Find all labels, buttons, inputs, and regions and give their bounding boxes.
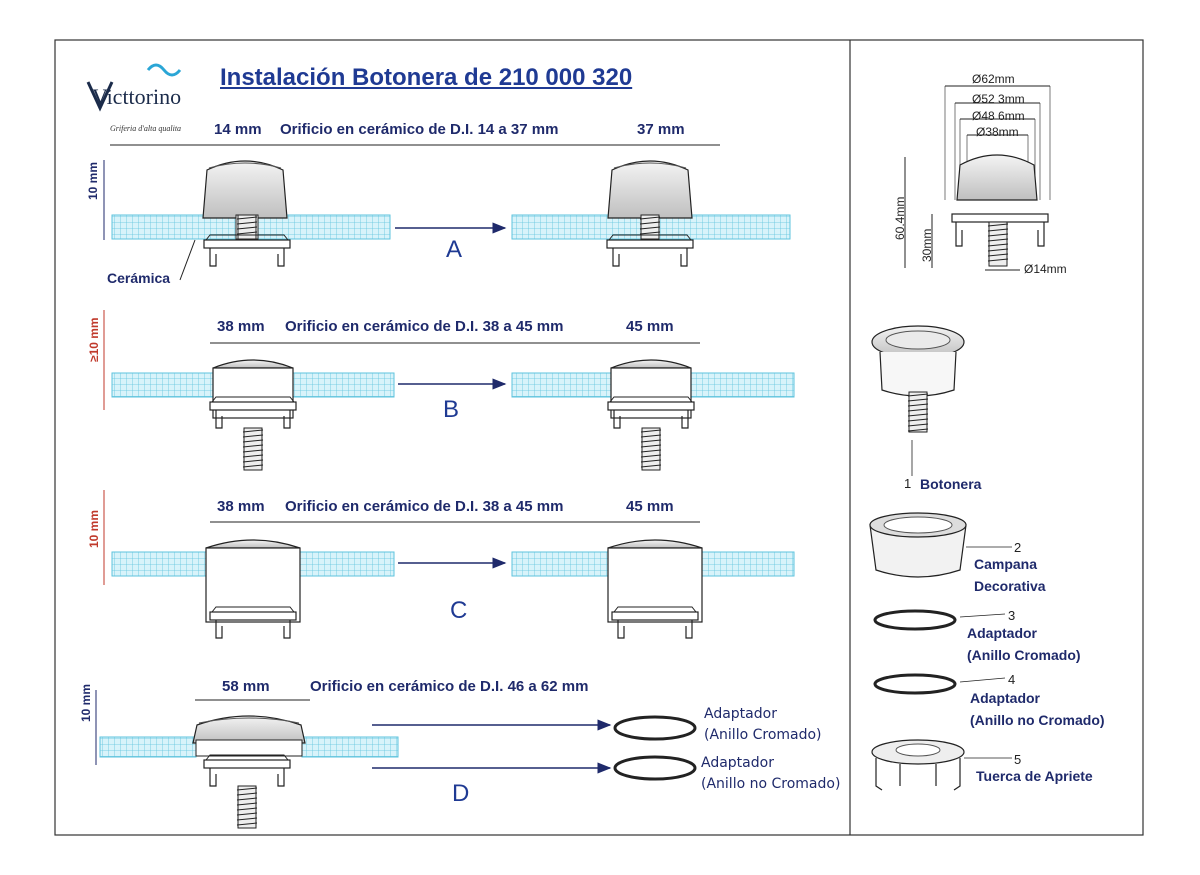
- part-1-num: 1: [904, 476, 912, 491]
- row-d-art: [95, 690, 697, 829]
- row-c-desc: Orificio en cerámico de D.I. 38 a 45 mm: [285, 498, 564, 515]
- row-c-nut-right: [611, 606, 699, 639]
- row-c-letter: C: [450, 597, 468, 624]
- spec-d62: Ø62mm: [972, 72, 1015, 86]
- row-a-button-right: [607, 160, 693, 219]
- part-2-label-2: Decorativa: [974, 578, 1046, 594]
- row-c-art: [103, 490, 795, 639]
- part-2-bell: [869, 524, 967, 578]
- part-2-num: 2: [1014, 540, 1022, 555]
- row-d-adapter1-line2: (Anillo Cromado): [704, 727, 822, 743]
- row-b-desc: Orificio en cerámico de D.I. 38 a 45 mm: [285, 318, 564, 335]
- part-4-ring: [873, 673, 957, 695]
- row-d-thread: [236, 785, 258, 829]
- part-2-label-1: Campana: [974, 556, 1038, 572]
- row-a-nut-left: [203, 234, 291, 267]
- main-frame: [54, 39, 1144, 836]
- row-b-right-dim: 45 mm: [626, 318, 674, 335]
- row-d-adapter2-line2: (Anillo no Cromado): [701, 776, 841, 792]
- logo-wave-icon: [146, 63, 182, 77]
- spec-art: [904, 85, 1051, 271]
- spec-thread: [987, 221, 1009, 267]
- row-b-nut-left: [209, 396, 297, 429]
- part-3-leader: [959, 613, 1006, 618]
- part-3-label-2: (Anillo Cromado): [967, 647, 1081, 663]
- row-a-ceramic-pointer: [179, 239, 196, 281]
- parts-art: [869, 325, 1012, 791]
- row-b-left-dim: 38 mm: [217, 318, 265, 335]
- row-d-thickness: 10 mm: [79, 683, 93, 722]
- spec-nut-legs: [955, 222, 1045, 247]
- row-d-left-dim: 58 mm: [222, 678, 270, 695]
- row-a-art: [103, 144, 791, 281]
- spec-h60: 60.4mm: [893, 196, 907, 240]
- logo-v-icon: [86, 81, 114, 112]
- row-c-thickness: 10 mm: [87, 509, 101, 548]
- row-a-letter: A: [446, 236, 463, 263]
- part-3-label-1: Adaptador: [967, 625, 1037, 641]
- row-c-left-dim: 38 mm: [217, 498, 265, 515]
- brand-name: Victtorino: [92, 84, 182, 109]
- row-d-ring-chrome: [613, 715, 697, 741]
- part-5-nut-hole: [895, 743, 941, 757]
- row-c-right-dim: 45 mm: [626, 498, 674, 515]
- row-b-thickness: ≥10 mm: [87, 317, 101, 362]
- row-b-thread-left: [242, 427, 264, 471]
- part-5-num: 5: [1014, 752, 1022, 767]
- row-b-art: [103, 310, 795, 471]
- spec-nut-ring: [951, 213, 1049, 223]
- row-c-button-left: [205, 539, 301, 623]
- part-3-ring: [873, 609, 957, 631]
- part-1-cap-top: [885, 330, 951, 350]
- row-b-nut-right: [607, 396, 695, 429]
- part-5-label: Tuerca de Apriete: [976, 768, 1093, 784]
- row-a-ceramic-label: Cerámica: [107, 270, 171, 286]
- row-d-body: [195, 739, 303, 757]
- spec-d14: Ø14mm: [1024, 262, 1067, 276]
- spec-d38: Ø38mm: [976, 125, 1019, 139]
- row-a-thread-right: [639, 214, 661, 240]
- row-d-ceramic-right: [301, 736, 399, 758]
- row-d-ring-plain: [613, 755, 697, 781]
- row-c-nut-left: [209, 606, 297, 639]
- part-1-label: Botonera: [920, 476, 982, 492]
- row-d-adapter2-line1: Adaptador: [701, 755, 774, 771]
- part-1-thread: [907, 391, 929, 433]
- row-d-nut: [203, 754, 291, 787]
- row-c-button-right: [607, 539, 703, 623]
- row-b-thread-right: [640, 427, 662, 471]
- part-2-hole: [883, 516, 953, 534]
- row-a-left-dim: 14 mm: [214, 121, 262, 138]
- row-d-letter: D: [452, 780, 470, 807]
- part-3-num: 3: [1008, 608, 1016, 623]
- row-a-button-left: [202, 160, 288, 219]
- row-b-letter: B: [443, 396, 460, 423]
- part-4-label-1: Adaptador: [970, 690, 1040, 706]
- brand-tagline: Griferia d'alta qualita: [110, 124, 182, 133]
- row-d-ceramic-left: [99, 736, 197, 758]
- row-d-desc: Orificio en cerámico de D.I. 46 a 62 mm: [310, 678, 589, 695]
- page-title: Instalación Botonera de 210 000 320: [220, 64, 633, 91]
- spec-h30: 30mm: [920, 228, 934, 262]
- part-4-num: 4: [1008, 672, 1016, 687]
- spec-d52: Ø52 3mm: [972, 92, 1025, 106]
- row-a-desc: Orificio en cerámico de D.I. 14 a 37 mm: [280, 121, 559, 138]
- part-4-leader: [959, 677, 1006, 683]
- part-5-nut-legs: [875, 758, 961, 791]
- spec-d48: Ø48 6mm: [972, 109, 1025, 123]
- part-4-label-2: (Anillo no Cromado): [970, 712, 1105, 728]
- row-a-thread-left: [236, 214, 258, 240]
- row-a-nut-right: [606, 234, 694, 267]
- row-a-thickness: 10 mm: [86, 161, 100, 200]
- row-d-button: [192, 715, 306, 744]
- spec-button-cap: [956, 154, 1038, 201]
- part-1-body: [879, 351, 957, 397]
- row-a-right-dim: 37 mm: [637, 121, 685, 138]
- row-d-adapter1-line1: Adaptador: [704, 706, 777, 722]
